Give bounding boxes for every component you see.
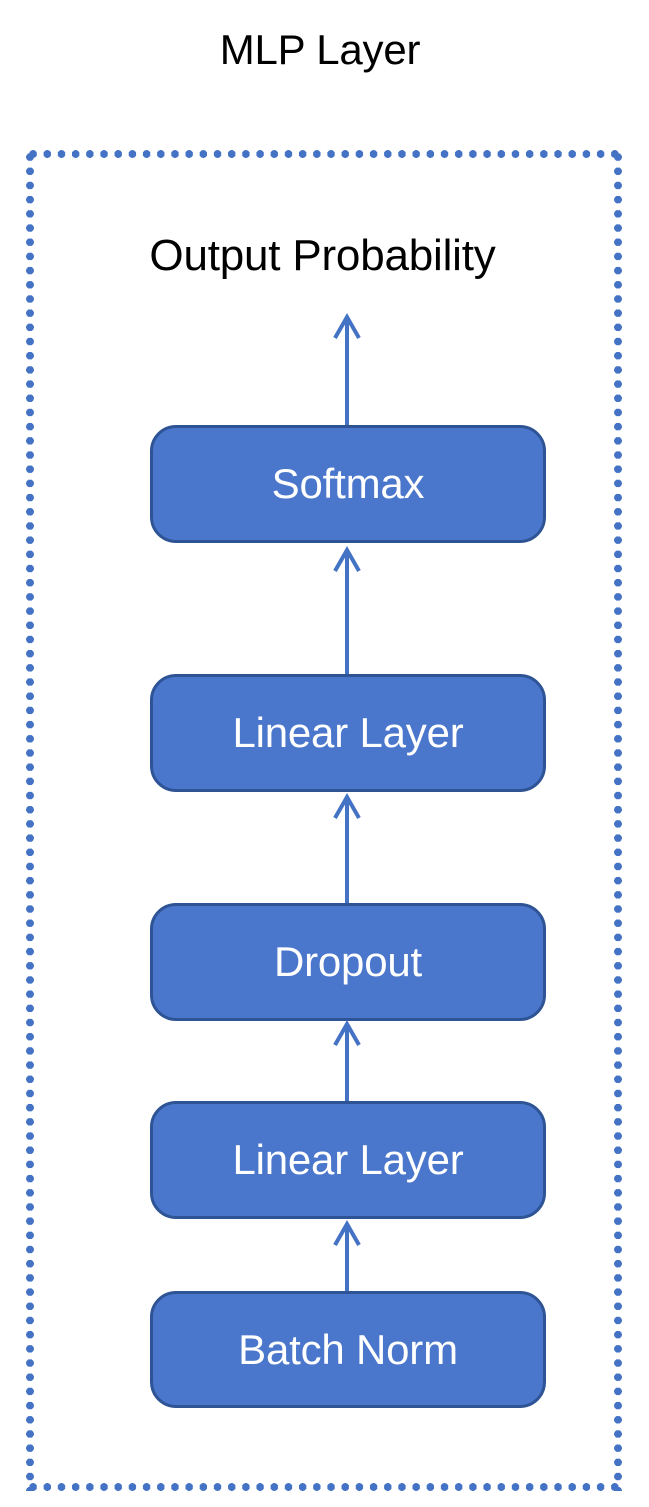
node-batch-norm-label: Batch Norm: [238, 1325, 458, 1373]
node-batch-norm[interactable]: Batch Norm: [150, 1291, 546, 1408]
mlp-layer-container: [26, 150, 622, 1491]
arrow-batchnorm-to-linear-icon: [332, 1219, 362, 1293]
node-linear-layer-upper[interactable]: Linear Layer: [150, 674, 546, 792]
container-border-top-icon: [26, 150, 622, 158]
node-linear-layer-lower[interactable]: Linear Layer: [150, 1101, 546, 1219]
node-softmax[interactable]: Softmax: [150, 425, 546, 543]
arrow-linear-to-softmax-icon: [332, 545, 362, 676]
node-dropout-label: Dropout: [273, 938, 423, 985]
node-dropout[interactable]: Dropout: [150, 903, 546, 1021]
arrow-softmax-to-output-icon: [332, 312, 362, 427]
node-linear-layer-upper-label: Linear Layer: [232, 709, 464, 756]
container-border-right-icon: [614, 150, 622, 1491]
container-border-bottom-icon: [26, 1483, 622, 1491]
container-border-left-icon: [26, 150, 34, 1491]
node-linear-layer-lower-label: Linear Layer: [232, 1136, 464, 1183]
page-title: MLP Layer: [219, 26, 421, 73]
node-softmax-label: Softmax: [271, 460, 425, 507]
arrow-dropout-to-linear-icon: [332, 792, 362, 905]
output-probability-label: Output Probability: [149, 231, 496, 280]
arrow-linear-to-dropout-icon: [332, 1019, 362, 1103]
